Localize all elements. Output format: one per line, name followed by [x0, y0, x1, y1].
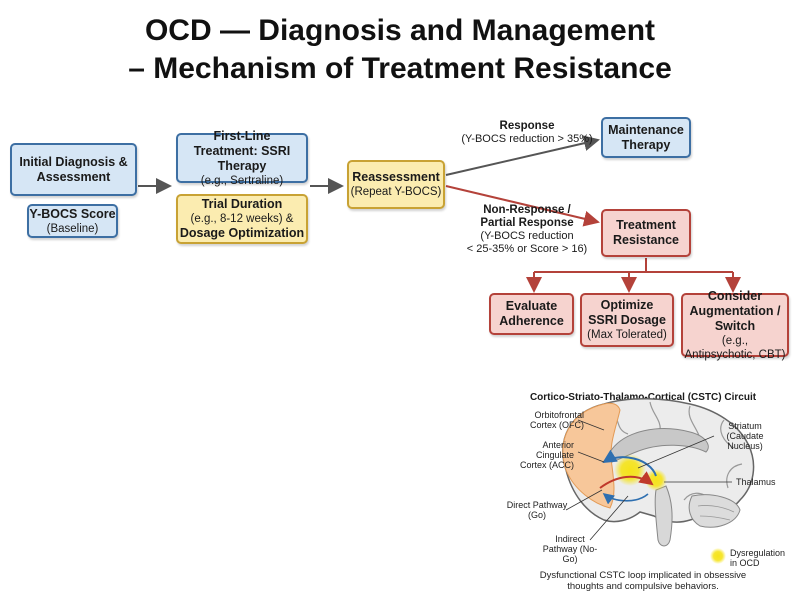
response-title: Response: [499, 120, 555, 132]
ybocs-sub: (Baseline): [46, 222, 99, 235]
ybocs-score-box: Y-BOCS Score (Baseline): [27, 204, 118, 238]
brainstem: [654, 485, 673, 547]
optimize-dosage-box: Optimize SSRI Dosage (Max Tolerated): [580, 293, 674, 347]
reassessment-title: Reassessment: [352, 170, 440, 184]
acc-label: Anterior Cingulate Cortex (ACC): [519, 440, 574, 470]
indirect-pathway-label: Indirect Pathway (No-Go): [542, 534, 598, 564]
response-sub: (Y-BOCS reduction > 35%): [461, 133, 593, 145]
nonresponse-title: Non-Response / Partial Response: [480, 204, 574, 229]
return-pathway-arrow: [602, 493, 649, 505]
optimize-sub: (Max Tolerated): [587, 329, 667, 341]
resistance-title: Treatment Resistance: [612, 218, 679, 247]
arrow-reassess-to-resistance: [445, 185, 600, 227]
initial-diagnosis-box: Initial Diagnosis & Assessment: [10, 143, 137, 196]
indirect-pathway-arrow: [602, 449, 657, 477]
thalamus-label: Thalamus: [736, 477, 776, 487]
trial-sub: (e.g., 8-12 weeks) &: [190, 213, 294, 225]
treatment-resistance-box: Treatment Resistance: [601, 209, 691, 257]
adherence-title: Evaluate Adherence: [499, 299, 564, 328]
augment-sub: Antipsychotic, CBT): [684, 348, 786, 361]
cstc-title: Cortico-Striato-Thalamo-Cortical (CSTC) …: [529, 392, 757, 403]
cstc-caption: Dysfunctional CSTC loop implicated in ob…: [539, 570, 747, 592]
first-line-sub: (e.g., Sertraline): [200, 174, 284, 187]
striatum-dysregulation-glow: [614, 454, 646, 486]
trial-duration-box: Trial Duration (e.g., 8-12 weeks) & Dosa…: [176, 194, 308, 244]
initial-diagnosis-title: Initial Diagnosis & Assessment: [19, 154, 128, 184]
nonresponse-sub1: (Y-BOCS reduction: [480, 230, 574, 242]
reassessment-sub: (Repeat Y-BOCS): [350, 186, 442, 198]
ofc-label: Orbitofrontal Cortex (OFC): [530, 410, 584, 430]
augmentation-box: Consider Augmentation / Switch (e.g., An…: [681, 289, 789, 361]
augment-title-tail: (e.g.,: [721, 334, 749, 347]
prefrontal-cortex-region: [562, 402, 621, 509]
direct-pathway-label: Direct Pathway (Go): [506, 500, 568, 520]
legend-label: Dysregulation in OCD: [730, 548, 786, 568]
nonresponse-sub2: < 25-35% or Score > 16): [466, 243, 588, 255]
first-line-box: First-Line Treatment: SSRI Therapy (e.g.…: [176, 129, 308, 187]
brain-folds: [611, 401, 743, 501]
maintenance-box: Maintenance Therapy: [601, 117, 691, 158]
trial-title-b: Dosage Optimization: [179, 226, 305, 240]
trial-title: Trial Duration: [201, 197, 283, 211]
thalamus-dysregulation-glow: [645, 469, 667, 491]
title-line-2: – Mechanism of Treatment Resistance: [128, 52, 672, 85]
optimize-title: Optimize SSRI Dosage: [588, 298, 666, 327]
direct-pathway-arrow: [599, 471, 654, 489]
first-line-title: First-Line Treatment: SSRI Therapy: [193, 128, 291, 173]
response-label: Response (Y-BOCS reduction > 35%): [455, 120, 599, 146]
nonresponse-label: Non-Response / Partial Response (Y-BOCS …: [452, 204, 602, 256]
striatum-label: Striatum (Caudate Nucleus): [726, 421, 764, 451]
reassessment-box: Reassessment (Repeat Y-BOCS): [347, 160, 445, 209]
dysregulation-legend-icon: [710, 548, 726, 564]
leader-lines: [565, 419, 732, 541]
maintenance-title: Maintenance Therapy: [608, 122, 684, 152]
title-line-1: OCD — Diagnosis and Management: [144, 14, 656, 47]
ybocs-title: Y-BOCS Score: [29, 206, 116, 221]
augment-title: Consider Augmentation / Switch: [689, 288, 781, 333]
arrow-reassess-to-maintenance: [445, 135, 600, 176]
evaluate-adherence-box: Evaluate Adherence: [489, 293, 574, 335]
